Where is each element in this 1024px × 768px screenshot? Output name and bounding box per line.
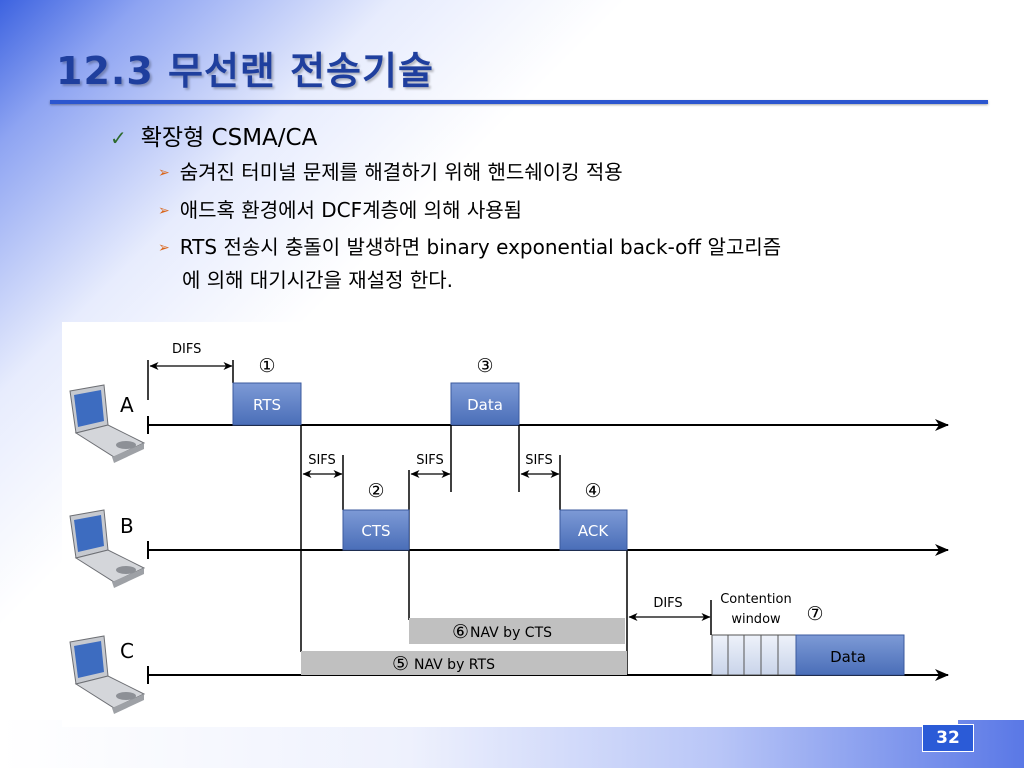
checkmark-icon: ✓ bbox=[110, 126, 127, 150]
nav-rts-label: NAV by RTS bbox=[414, 657, 495, 673]
title-underline bbox=[50, 100, 988, 104]
step-7-marker: ⑦ bbox=[806, 603, 823, 625]
rts-frame-label: RTS bbox=[253, 396, 281, 414]
sub-bullet-2: ➢ 애드혹 환경에서 DCF계층에 의해 사용됨 bbox=[158, 195, 522, 228]
page-number-badge: 32 bbox=[922, 724, 974, 752]
step-1-marker: ① bbox=[258, 355, 275, 377]
cts-frame bbox=[342, 509, 410, 551]
data-frame-c bbox=[795, 634, 905, 676]
arrow-bullet-icon: ➢ bbox=[158, 240, 170, 256]
bullet-main-text: 확장형 CSMA/CA bbox=[140, 125, 318, 151]
data-frame-a bbox=[450, 382, 520, 426]
sub-bullet-3: ➢ RTS 전송시 충돌이 발생하면 binary exponential bac… bbox=[158, 232, 958, 295]
nav-rts-bar bbox=[301, 651, 627, 675]
laptop-icon bbox=[69, 509, 146, 588]
station-label-b: B bbox=[120, 514, 134, 538]
arrow-bullet-icon: ➢ bbox=[158, 165, 170, 181]
step-2-marker: ② bbox=[367, 480, 384, 502]
cts-frame-label: CTS bbox=[361, 522, 390, 540]
sub-bullet-text: RTS 전송시 충돌이 발생하면 binary exponential back… bbox=[179, 235, 782, 259]
sifs-2-label: SIFS bbox=[416, 453, 444, 468]
ack-frame bbox=[559, 509, 628, 551]
difs-c-label: DIFS bbox=[653, 596, 682, 611]
difs-top-label: DIFS bbox=[172, 342, 201, 357]
slide-title: 12.3 무선랜 전송기술 bbox=[56, 49, 434, 93]
sifs-3-label: SIFS bbox=[525, 453, 553, 468]
bullet-main: ✓ 확장형 CSMA/CA bbox=[110, 118, 317, 152]
nav-cts-bar bbox=[409, 618, 625, 644]
sifs-1-label: SIFS bbox=[308, 453, 336, 468]
rts-frame bbox=[232, 382, 302, 426]
slide-footer-band bbox=[0, 720, 1024, 768]
station-label-c: C bbox=[120, 639, 134, 663]
sub-bullet-text: 숨겨진 터미널 문제를 해결하기 위해 핸드쉐이킹 적용 bbox=[179, 160, 623, 184]
nav-cts-label: NAV by CTS bbox=[470, 625, 552, 641]
ack-frame-label: ACK bbox=[578, 522, 609, 540]
contention-window-label-line1: Contention bbox=[720, 592, 792, 607]
contention-window-label-line2: window bbox=[731, 612, 781, 627]
contention-window-slots bbox=[711, 634, 797, 676]
step-4-marker: ④ bbox=[584, 480, 601, 502]
step-6-marker: ⑥ bbox=[452, 621, 469, 643]
sub-bullet-1: ➢ 숨겨진 터미널 문제를 해결하기 위해 핸드쉐이킹 적용 bbox=[158, 157, 623, 190]
station-label-a: A bbox=[120, 393, 134, 417]
sub-bullet-text: 애드혹 환경에서 DCF계층에 의해 사용됨 bbox=[179, 198, 523, 222]
data-frame-a-label: Data bbox=[467, 396, 503, 414]
laptop-icon bbox=[69, 635, 146, 714]
sub-bullet-text-continued: 에 의해 대기시간을 재설정 한다. bbox=[182, 268, 453, 292]
step-3-marker: ③ bbox=[476, 355, 493, 377]
step-5-marker: ⑤ bbox=[392, 653, 409, 675]
arrow-bullet-icon: ➢ bbox=[158, 203, 170, 219]
data-frame-c-label: Data bbox=[830, 648, 866, 666]
laptop-icon bbox=[69, 384, 146, 463]
